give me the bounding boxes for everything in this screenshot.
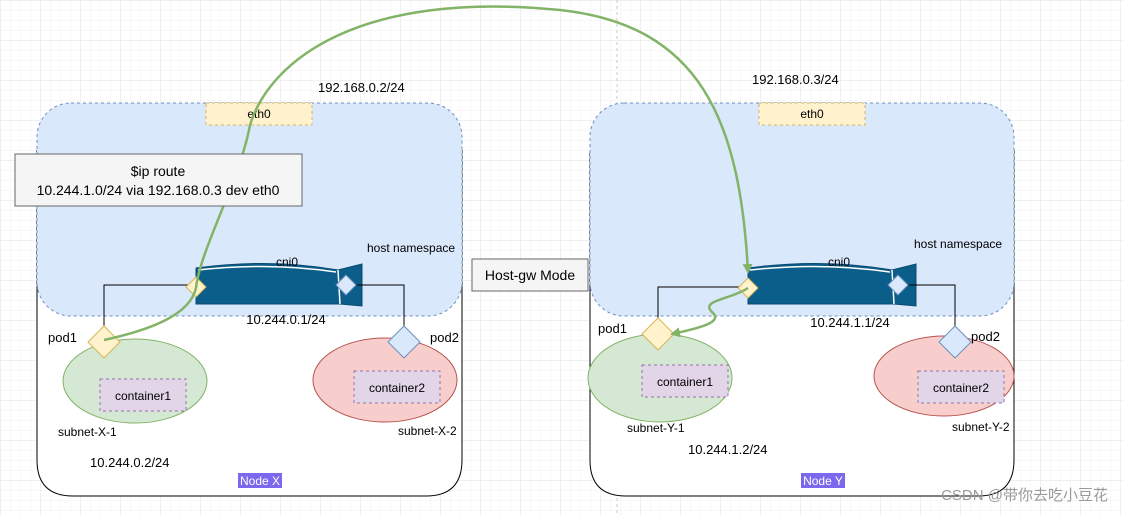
node-x-container2-label: container2 bbox=[369, 381, 425, 395]
node-x-namespace-label: host namespace bbox=[367, 241, 455, 255]
node-y-eth0-label: eth0 bbox=[800, 107, 824, 121]
node-x-subnet1: subnet-X-1 bbox=[58, 425, 117, 439]
node-y-cni0-label: cni0 bbox=[828, 255, 850, 269]
node-y-container2 bbox=[917, 370, 1005, 404]
node-x-bridge-highlight bbox=[197, 265, 337, 273]
node-y-container2-label: container2 bbox=[933, 381, 989, 395]
node-y-subnet2: subnet-Y-2 bbox=[952, 420, 1010, 434]
node-y-host-ip: 192.168.0.3/24 bbox=[752, 72, 839, 87]
node-y-bridge-port-right bbox=[887, 274, 909, 296]
node-y-namespace-label: host namespace bbox=[914, 237, 1002, 251]
node-y-pod2-label: pod2 bbox=[971, 329, 1000, 344]
node-y-bridge-highlight bbox=[749, 265, 891, 273]
node-y-eth0 bbox=[758, 102, 866, 126]
mode-label: Host-gw Mode bbox=[485, 267, 575, 283]
node-y-badge bbox=[801, 473, 845, 488]
node-x-pod1-link bbox=[103, 284, 196, 340]
node-y-pod1-label: pod1 bbox=[598, 321, 627, 336]
node-y-container1 bbox=[641, 364, 729, 398]
node-x-pod2-label: pod2 bbox=[430, 330, 459, 345]
node-x-badge-label: Node X bbox=[240, 474, 280, 488]
node-y-subnet1: subnet-Y-1 bbox=[627, 421, 685, 435]
node-x-container1 bbox=[99, 378, 187, 412]
node-y-pod1-port bbox=[641, 317, 675, 351]
route-path-final-hop bbox=[670, 286, 749, 338]
node-y: eth0 192.168.0.3/24 host namespace cni0 … bbox=[587, 72, 1015, 497]
node-x-pod2-port bbox=[387, 325, 421, 359]
node-x-host-ip: 192.168.0.2/24 bbox=[318, 80, 405, 95]
node-y-container1-label: container1 bbox=[657, 375, 713, 389]
route-box-line2: 10.244.1.0/24 via 192.168.0.3 dev eth0 bbox=[37, 182, 280, 198]
node-y-badge-label: Node Y bbox=[803, 474, 843, 488]
node-x-cni0-bridge bbox=[195, 262, 363, 307]
route-box-line1: $ip route bbox=[131, 163, 186, 179]
node-x-bridge-port-right bbox=[335, 274, 357, 296]
node-x-eth0 bbox=[205, 102, 313, 126]
node-x-pod1-ip: 10.244.0.2/24 bbox=[90, 455, 170, 470]
mode-label-box bbox=[471, 258, 589, 292]
watermark: CSDN @带你去吃小豆花 bbox=[941, 487, 1108, 504]
node-x-pod2-link bbox=[346, 284, 405, 340]
node-x-bridge-ip: 10.244.0.1/24 bbox=[246, 312, 326, 327]
route-path bbox=[103, 5, 753, 342]
node-x-badge bbox=[238, 473, 282, 488]
node-y-pod2-port bbox=[938, 325, 972, 359]
node-y-host-namespace bbox=[589, 102, 1015, 317]
node-x: eth0 192.168.0.2/24 host namespace cni0 … bbox=[36, 80, 463, 497]
node-x-cni0-label: cni0 bbox=[276, 255, 298, 269]
route-box bbox=[14, 153, 303, 207]
node-x-container1-label: container1 bbox=[115, 389, 171, 403]
node-y-pod2-link bbox=[898, 284, 956, 330]
node-x-subnet2: subnet-X-2 bbox=[398, 424, 457, 438]
node-x-container2 bbox=[353, 370, 441, 404]
node-y-pod1-link bbox=[657, 286, 748, 322]
node-x-pod1-label: pod1 bbox=[48, 330, 77, 345]
node-y-cni0-bridge bbox=[747, 262, 917, 307]
node-y-pod1-ip: 10.244.1.2/24 bbox=[688, 442, 768, 457]
node-y-bridge-ip: 10.244.1.1/24 bbox=[810, 315, 890, 330]
